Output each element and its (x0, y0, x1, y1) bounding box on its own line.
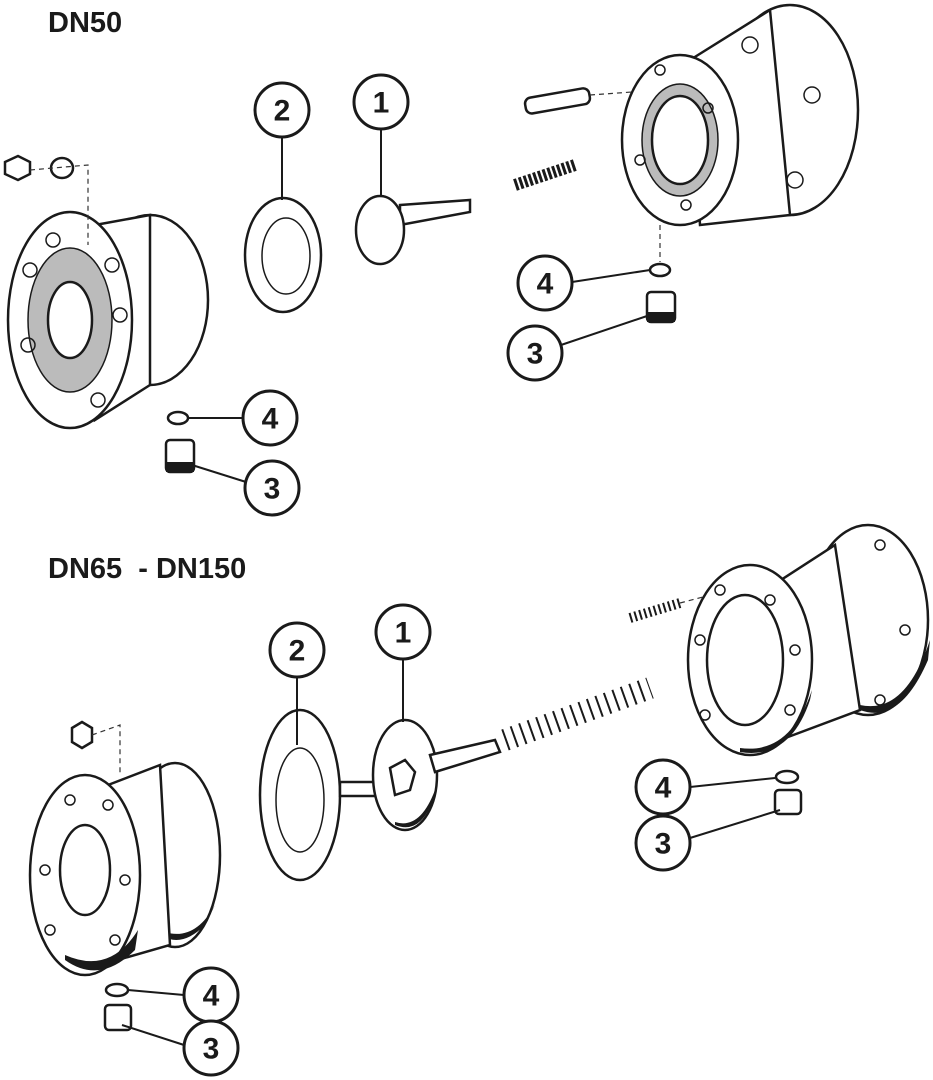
svg-text:1: 1 (373, 87, 390, 120)
dn65-left-body (28, 720, 222, 1032)
callout-2: 2 (268, 621, 326, 679)
callout-3: 3 (243, 459, 301, 517)
dn65-callouts: 2 1 4 3 4 3 (121, 603, 781, 1077)
svg-text:4: 4 (262, 403, 279, 436)
svg-text:4: 4 (537, 268, 554, 301)
callout-1: 1 (374, 603, 432, 661)
dn50-disc (354, 194, 472, 266)
svg-text:3: 3 (203, 1033, 220, 1066)
svg-text:1: 1 (395, 617, 412, 650)
svg-text:4: 4 (203, 980, 220, 1013)
callout-3: 3 (506, 324, 564, 382)
dn65-seal-ring (258, 708, 342, 882)
svg-text:2: 2 (289, 635, 306, 668)
callout-1: 1 (352, 73, 410, 131)
dn50-right-body (620, 3, 860, 324)
callout-4: 4 (634, 758, 692, 816)
dn50-left-body (3, 154, 210, 430)
svg-text:4: 4 (655, 772, 672, 805)
svg-text:2: 2 (274, 95, 291, 128)
section-title-dn65-dn150: DN65 - DN150 (48, 553, 246, 585)
dn50-callouts: 2 1 4 3 4 3 (188, 73, 651, 517)
dn50-left-plug (164, 410, 196, 474)
callout-4: 4 (241, 389, 299, 447)
dn65-right-body (686, 523, 930, 816)
callout-3: 3 (634, 814, 692, 872)
svg-text:3: 3 (264, 473, 281, 506)
svg-text:3: 3 (655, 828, 672, 861)
callout-2: 2 (253, 81, 311, 139)
svg-text:3: 3 (527, 338, 544, 371)
dn50-seal-ring (243, 196, 323, 314)
callout-3: 3 (182, 1019, 240, 1077)
section-title-dn50: DN50 (48, 7, 122, 39)
callout-4: 4 (182, 966, 240, 1024)
callout-4: 4 (516, 254, 574, 312)
dn65-disc-and-stem (338, 718, 502, 832)
